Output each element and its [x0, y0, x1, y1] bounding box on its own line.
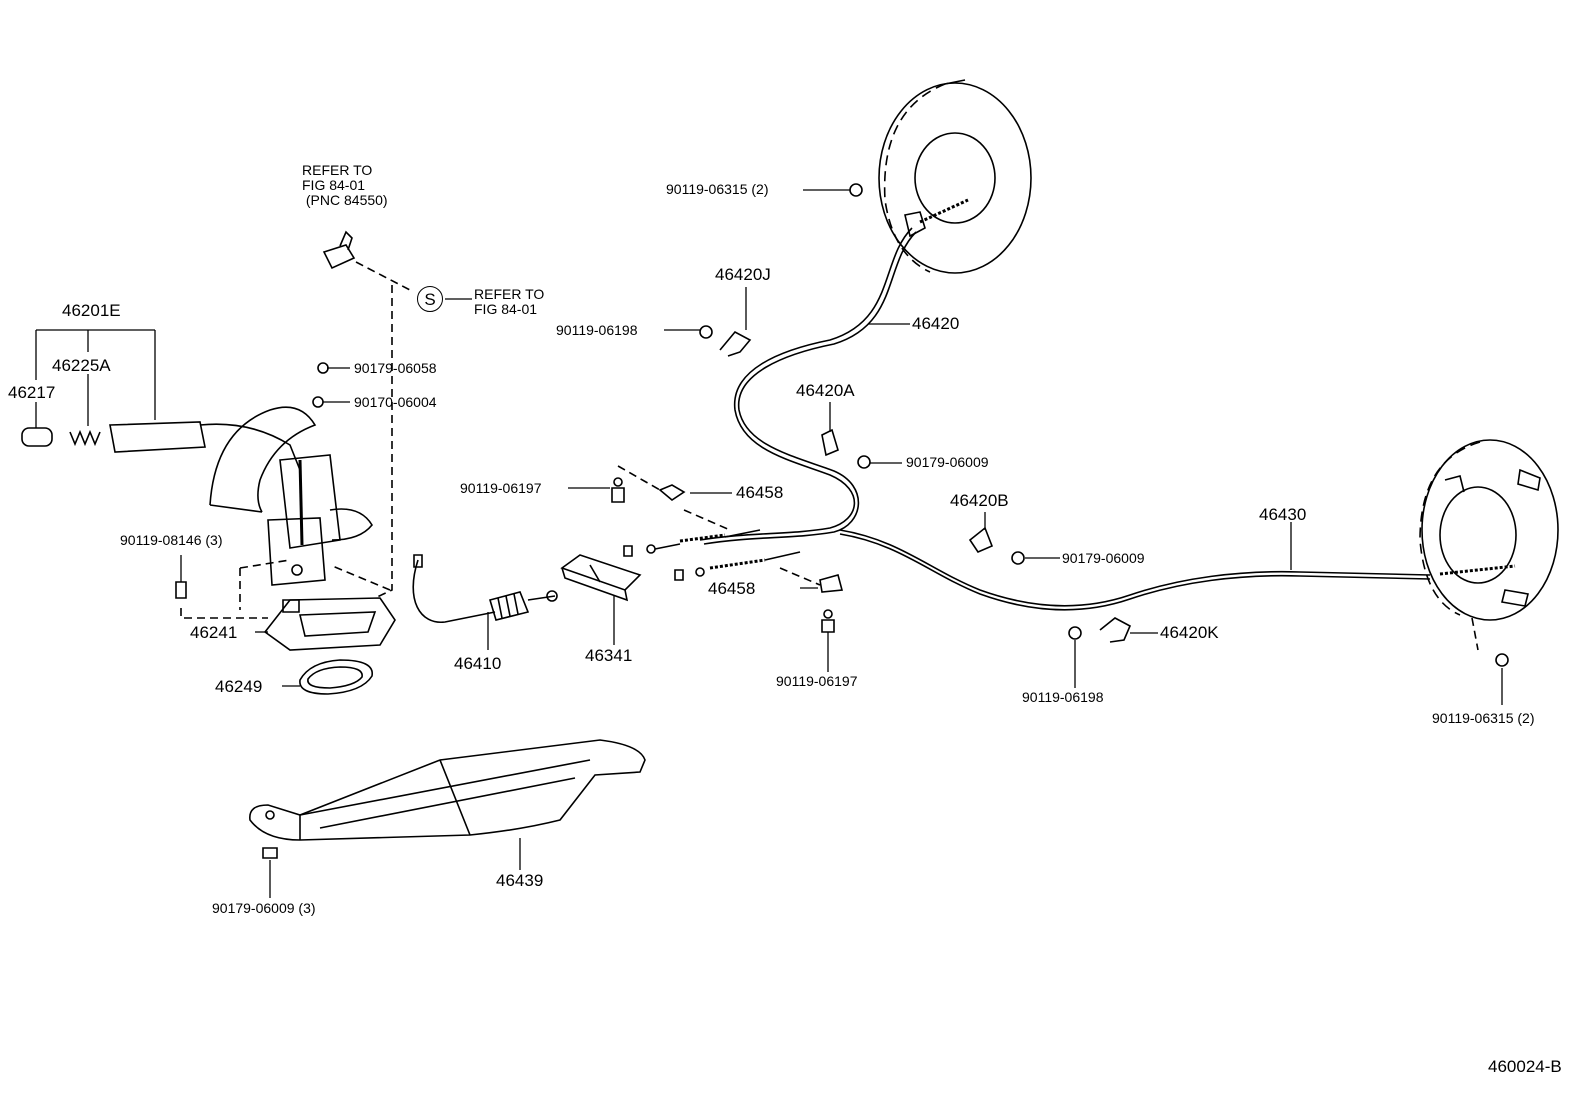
label-46217: 46217 — [8, 383, 56, 402]
plate-46341 — [562, 555, 640, 600]
label-46420b: 46420B — [950, 491, 1009, 510]
label-46420a: 46420A — [796, 381, 855, 400]
brake-drum-right — [1420, 440, 1558, 620]
label-90119-08146: 90119-08146 (3) — [120, 532, 223, 548]
refer-note-s: REFER TO FIG 84-01 — [474, 286, 545, 317]
label-46249: 46249 — [215, 677, 263, 696]
lever-boot — [300, 660, 372, 694]
label-46341: 46341 — [585, 646, 633, 665]
label-46410: 46410 — [454, 654, 502, 673]
label-90119-06315-b: 90119-06315 (2) — [1432, 710, 1535, 726]
cable-46410 — [413, 555, 557, 622]
label-46201e: 46201E — [62, 301, 121, 320]
label-90179-06058: 90179-06058 — [354, 360, 437, 376]
label-46225a: 46225A — [52, 356, 111, 375]
fasteners — [176, 184, 1508, 858]
label-46439: 46439 — [496, 871, 544, 890]
leader-lines — [36, 190, 1502, 898]
heat-shield-46439 — [250, 740, 645, 840]
label-90119-06315-a: 90119-06315 (2) — [666, 181, 769, 197]
label-46241: 46241 — [190, 623, 238, 642]
label-90119-06197-b: 90119-06197 — [776, 673, 858, 689]
label-46430: 46430 — [1259, 505, 1307, 524]
label-90119-06198-a: 90119-06198 — [556, 322, 638, 338]
label-46420j: 46420J — [715, 265, 771, 284]
label-90179-06009-c: 90179-06009 (3) — [212, 900, 316, 916]
brake-switch — [324, 232, 354, 268]
label-46420: 46420 — [912, 314, 960, 333]
equalizer-cables — [624, 530, 800, 580]
label-90119-06198-b: 90119-06198 — [1022, 689, 1104, 705]
label-46458-b: 46458 — [708, 579, 756, 598]
cable-46420 — [700, 200, 968, 544]
label-90119-06197-a: 90119-06197 — [460, 480, 542, 496]
label-46420k: 46420K — [1160, 623, 1219, 642]
brake-lever-assembly — [22, 407, 372, 585]
refer-note-switch: REFER TO FIG 84-01 (PNC 84550) — [302, 162, 388, 208]
label-90179-06009-b: 90179-06009 — [1062, 550, 1145, 566]
clips — [660, 332, 1130, 642]
diagram-id: 460024-B — [1488, 1057, 1562, 1076]
s-symbol: S — [417, 286, 443, 312]
cable-46430 — [840, 530, 1515, 610]
label-90179-06009-a: 90179-06009 — [906, 454, 989, 470]
brake-drum-top — [879, 80, 1031, 273]
dashed-assembly-lines — [181, 262, 1478, 650]
label-46458-a: 46458 — [736, 483, 784, 502]
label-90170-06004: 90170-06004 — [354, 394, 437, 410]
lever-bracket — [265, 598, 395, 650]
